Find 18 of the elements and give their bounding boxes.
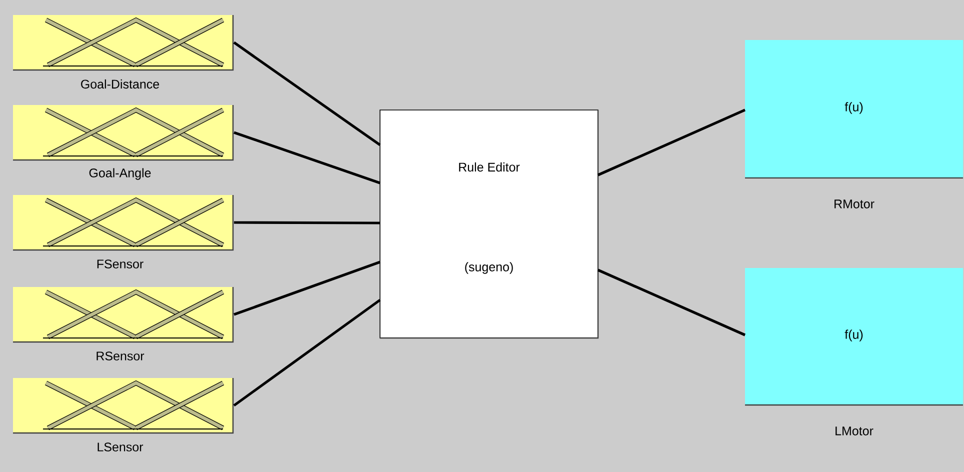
connector-line bbox=[233, 41, 381, 146]
connector-line bbox=[234, 221, 380, 224]
connector-line bbox=[233, 298, 381, 407]
variable-label: LMotor bbox=[836, 426, 874, 436]
connector-line bbox=[234, 260, 380, 316]
output-box: f(u) bbox=[745, 40, 963, 179]
variable-label: Goal-Angle bbox=[89, 168, 151, 180]
variable-label: RSensor bbox=[96, 352, 144, 360]
variable-label: FSensor bbox=[97, 260, 144, 268]
connector-line bbox=[234, 131, 380, 184]
connector-line bbox=[597, 268, 746, 336]
rule-label: Rule Editor bbox=[459, 162, 520, 172]
connector-line bbox=[597, 108, 746, 176]
variable-label: RMotor bbox=[834, 200, 874, 208]
rule-label: (sugeno) bbox=[465, 262, 513, 274]
variable-label: Goal-Distance bbox=[81, 79, 160, 89]
output-box: f(u) bbox=[745, 268, 963, 406]
variable-label: LSensor bbox=[98, 442, 144, 452]
